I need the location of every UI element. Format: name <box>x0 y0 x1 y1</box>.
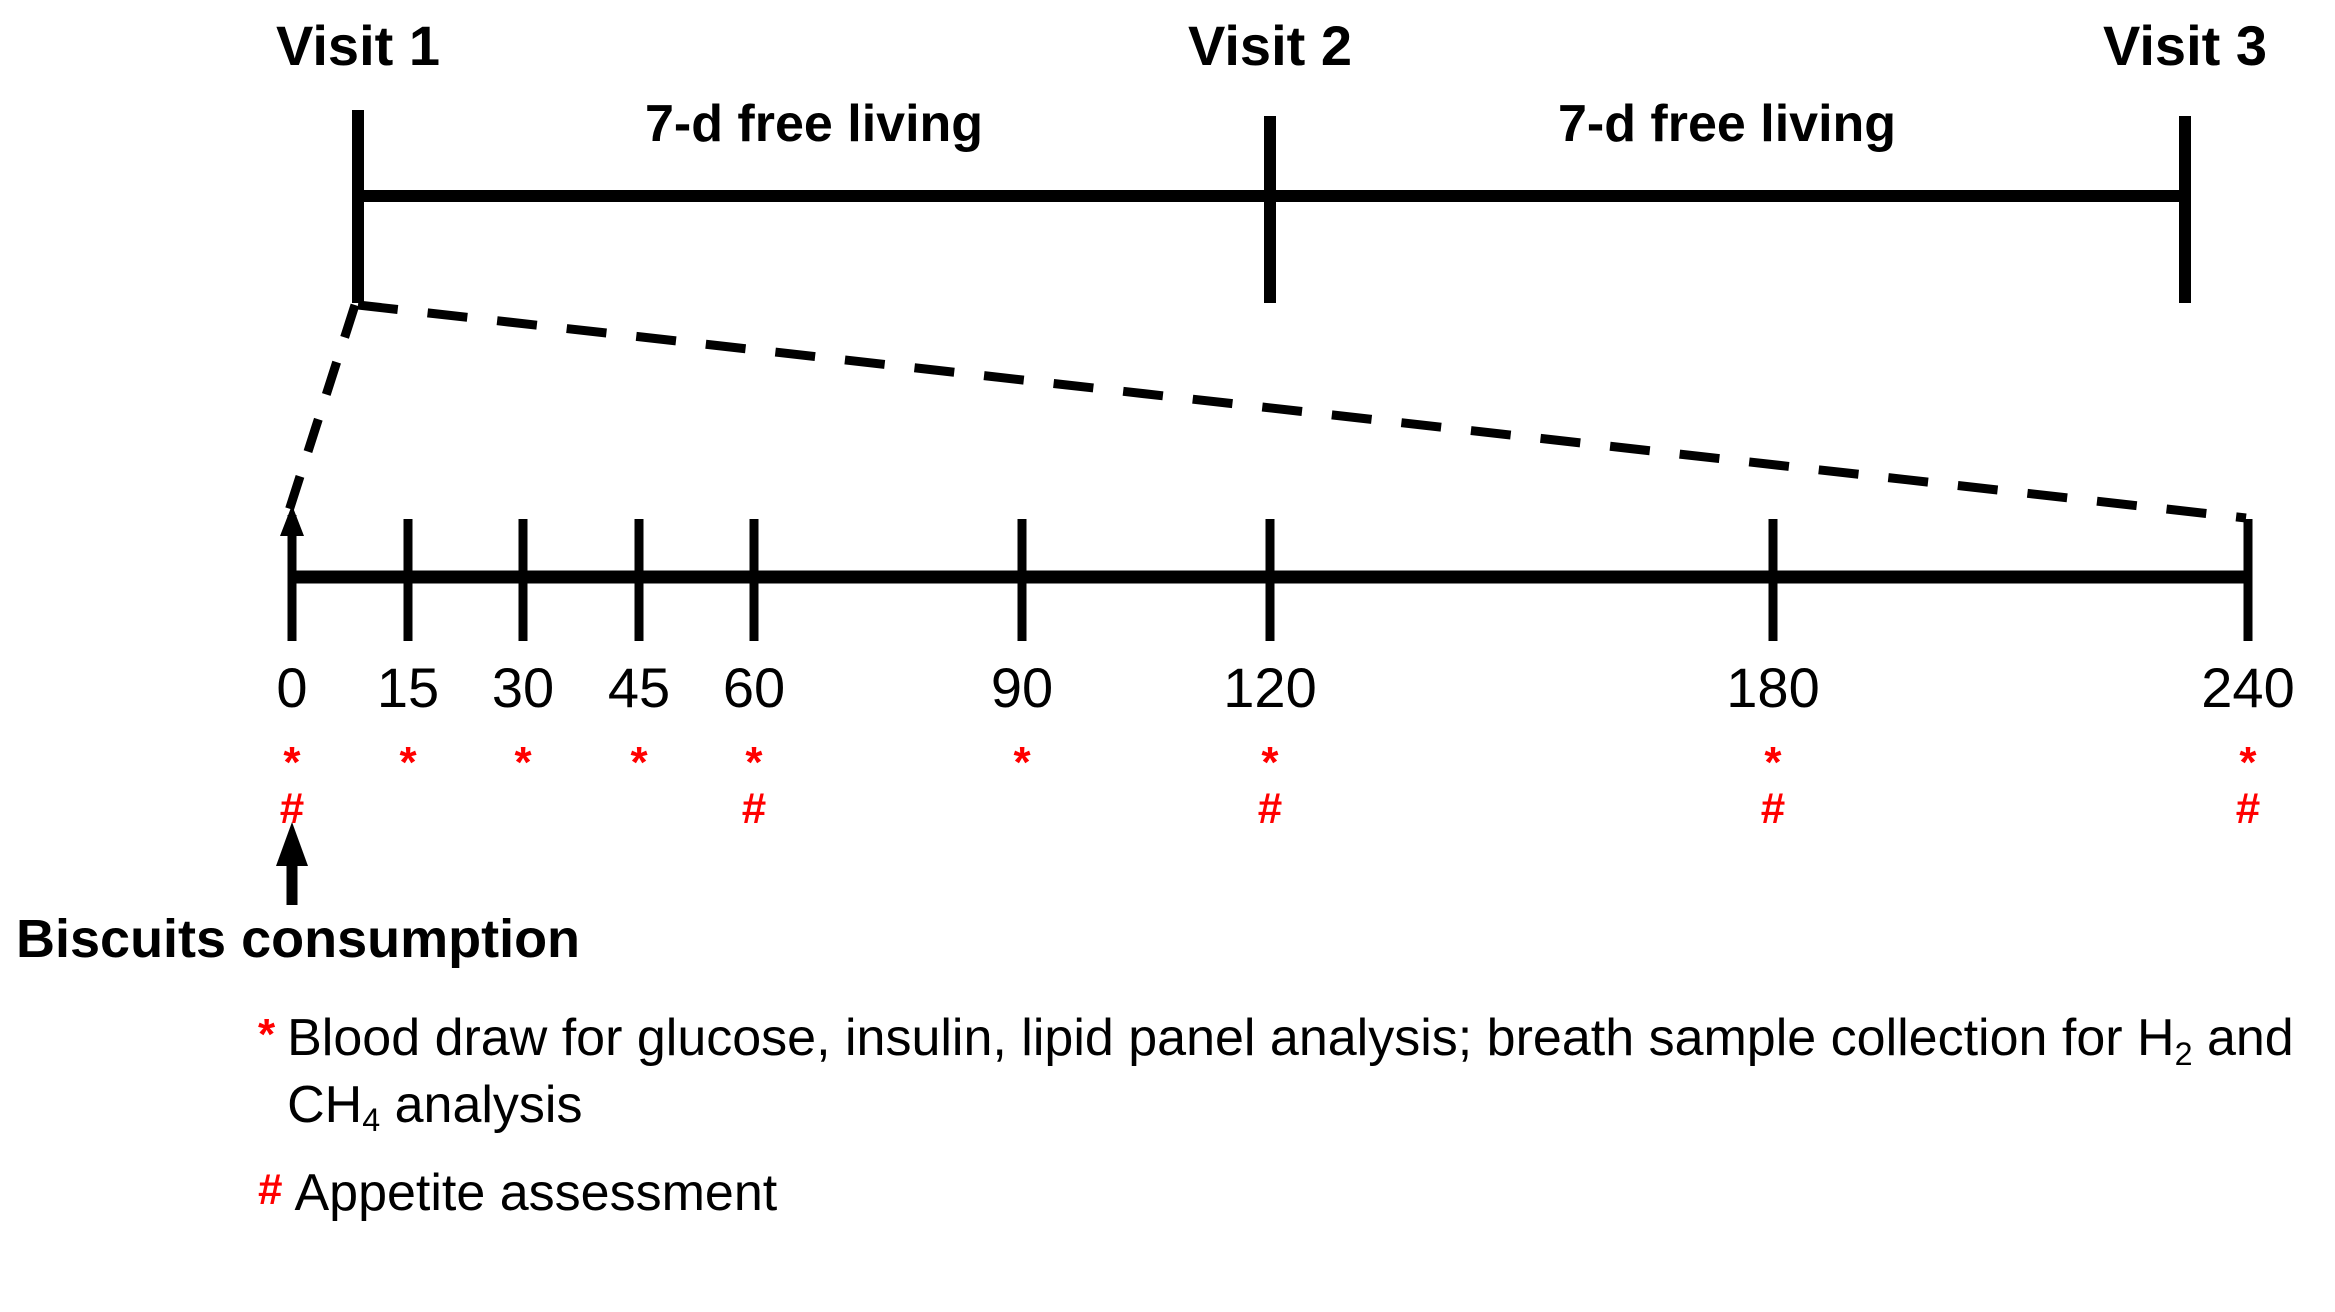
timepoint-markers-90: * <box>1013 738 1031 787</box>
tick-label-15: 15 <box>376 656 440 719</box>
blood-draw-legend-symbol: * <box>258 1010 276 1059</box>
figure-legend: * Blood draw for glucose, insulin, lipid… <box>258 1005 2298 1227</box>
blood-draw-marker: * <box>745 738 763 787</box>
tick-label-30: 30 <box>491 656 555 719</box>
axis-start-arrowhead <box>280 505 304 536</box>
tick-label-120: 120 <box>1223 656 1317 719</box>
blood-draw-marker: * <box>2239 738 2257 787</box>
timepoint-markers-180: * # <box>1760 738 1786 834</box>
blood-draw-marker: * <box>514 738 532 787</box>
minute-axis-ticks <box>287 515 2253 641</box>
biscuits-arrow-head <box>276 822 308 866</box>
timepoint-markers-120: * # <box>1257 738 1283 834</box>
blood-draw-marker: * <box>283 738 301 787</box>
legend-row-blood-draw: * Blood draw for glucose, insulin, lipid… <box>258 1005 2298 1138</box>
appetite-marker: # <box>1257 784 1283 834</box>
phase-label-2: 7-d free living <box>1557 95 1897 153</box>
timepoint-markers-240: * # <box>2235 738 2261 834</box>
blood-draw-marker: * <box>1261 738 1279 787</box>
blood-draw-marker: * <box>1764 738 1782 787</box>
appetite-marker: # <box>279 784 305 834</box>
visit-label-2: Visit 2 <box>1188 14 1352 77</box>
legend-text-seg: Blood draw for glucose, insulin, lipid p… <box>287 1009 2175 1067</box>
appetite-marker: # <box>741 784 767 834</box>
tick-label-240: 240 <box>2201 656 2295 719</box>
appetite-marker: # <box>1760 784 1786 834</box>
blood-draw-marker: * <box>630 738 648 787</box>
tick-label-45: 45 <box>607 656 671 719</box>
visit-label-1: Visit 1 <box>276 14 440 77</box>
timepoint-markers-60: * # <box>741 738 767 834</box>
blood-draw-marker: * <box>1013 738 1031 787</box>
blood-draw-marker: * <box>399 738 417 787</box>
timepoint-markers-30: * <box>514 738 532 787</box>
timepoint-markers-15: * <box>399 738 417 787</box>
tick-label-180: 180 <box>1726 656 1820 719</box>
legend-text-seg: and CH <box>287 1009 2294 1134</box>
phase-label-1: 7-d free living <box>644 95 984 153</box>
legend-row-appetite: # Appetite assessment <box>258 1160 2298 1227</box>
visit-label-3: Visit 3 <box>2103 14 2267 77</box>
expansion-leader-right <box>357 300 2247 523</box>
timepoint-markers-0: * # <box>279 738 305 834</box>
legend-subscript-ch4: 4 <box>362 1102 381 1139</box>
tick-label-90: 90 <box>990 656 1054 719</box>
timepoint-markers-45: * <box>630 738 648 787</box>
expansion-leader-left <box>281 303 360 522</box>
appetite-legend-symbol: # <box>258 1165 283 1215</box>
tick-label-0: 0 <box>276 656 308 719</box>
appetite-marker: # <box>2235 784 2261 834</box>
appetite-legend-text: Appetite assessment <box>294 1160 2298 1227</box>
legend-text-seg: Appetite assessment <box>294 1164 778 1223</box>
legend-text-seg: analysis <box>380 1075 583 1134</box>
blood-draw-legend-text: Blood draw for glucose, insulin, lipid p… <box>287 1005 2298 1138</box>
legend-subscript-h2: 2 <box>2174 1035 2193 1072</box>
biscuits-consumption-label: Biscuits consumption <box>16 909 581 969</box>
tick-label-60: 60 <box>722 656 786 719</box>
